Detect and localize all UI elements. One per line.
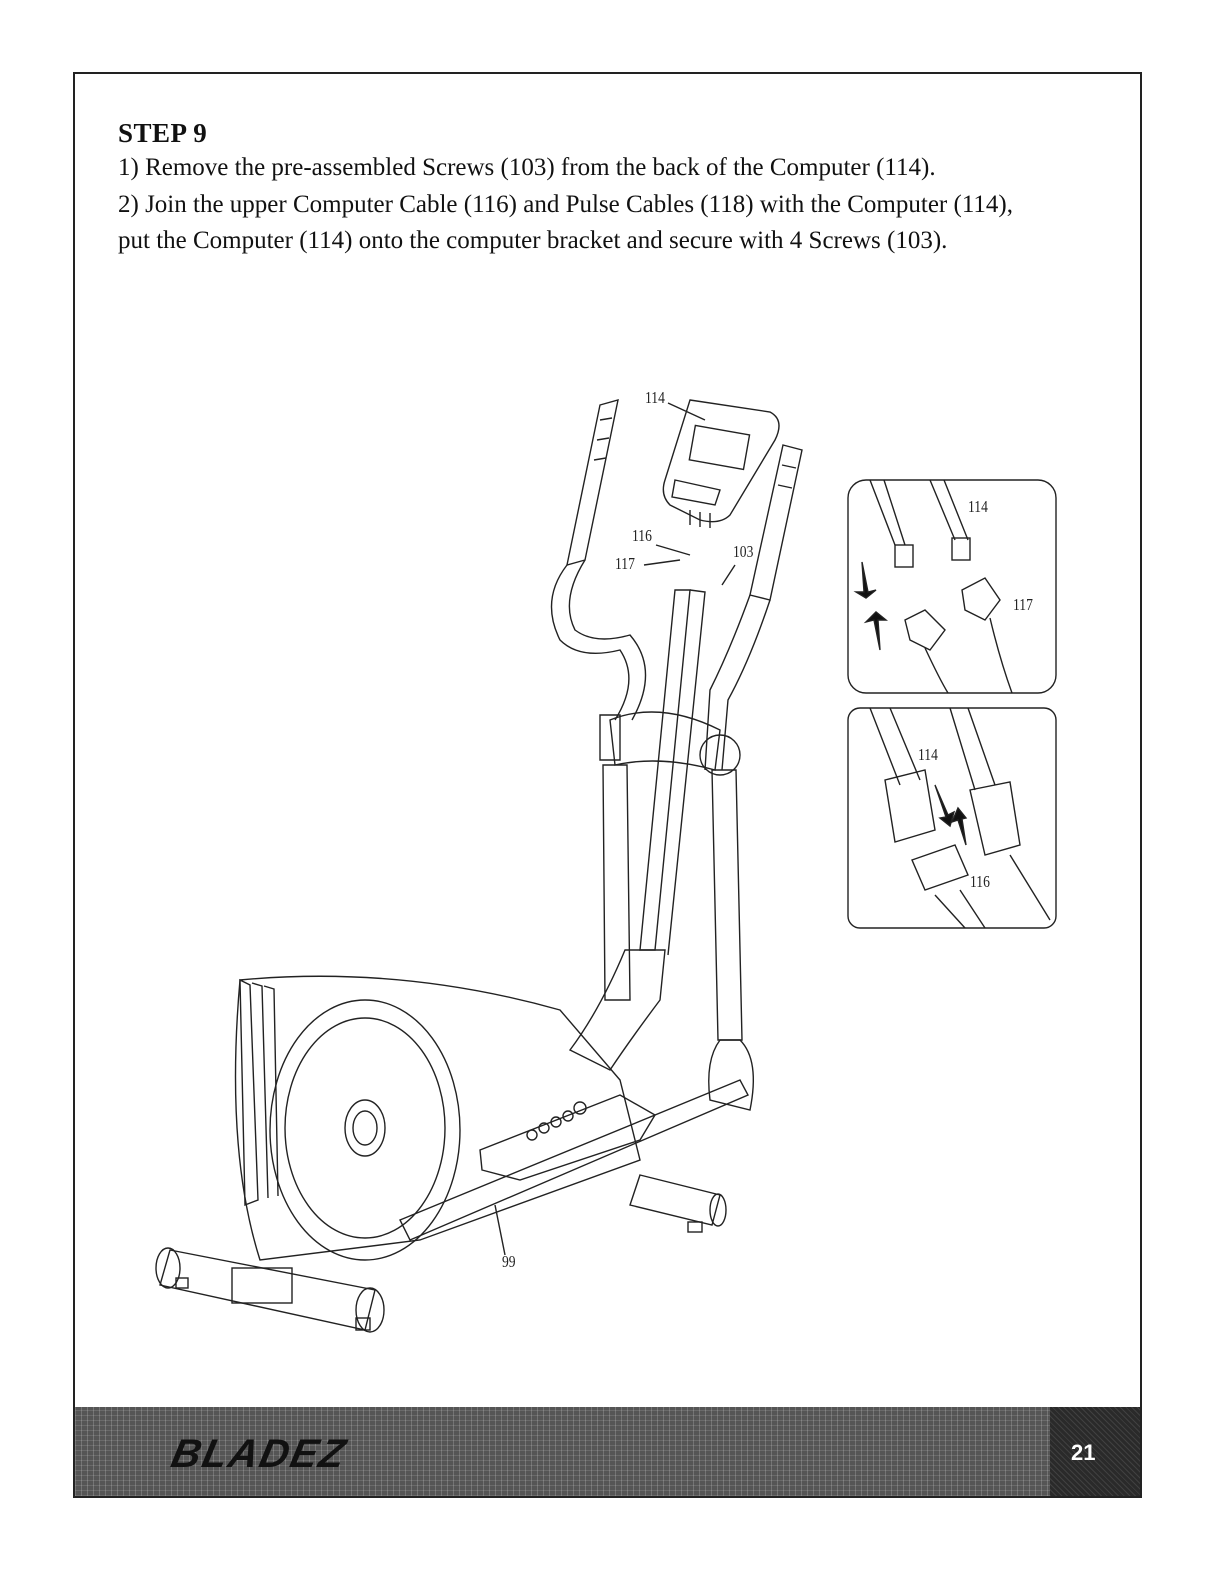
callout-103: 103	[733, 542, 753, 562]
inset2-callout-116: 116	[970, 872, 990, 892]
pedal-pivot	[709, 1040, 754, 1110]
computer-console	[663, 400, 779, 528]
brand-logo: BLADEZ	[167, 1432, 351, 1477]
callout-117: 117	[615, 554, 635, 574]
inset2-callout-114: 114	[918, 745, 938, 765]
callout-116: 116	[632, 526, 652, 546]
callout-114: 114	[645, 388, 665, 408]
inset-detail-computer-cable	[848, 708, 1056, 928]
front-stabilizer	[630, 1175, 726, 1232]
left-upright	[603, 765, 630, 1000]
right-handlebar	[705, 445, 802, 770]
rail	[400, 1080, 748, 1240]
inset1-callout-114: 114	[968, 497, 988, 517]
mast	[600, 590, 740, 955]
rear-stabilizer	[156, 1248, 384, 1332]
pedal	[480, 1095, 655, 1180]
right-upright	[712, 770, 742, 1040]
callout-99: 99	[502, 1252, 516, 1272]
page-number: 21	[1071, 1440, 1095, 1466]
inset-detail-pulse-connectors	[848, 480, 1056, 693]
flywheel-housing	[236, 950, 666, 1260]
inset1-callout-117: 117	[1013, 595, 1033, 615]
